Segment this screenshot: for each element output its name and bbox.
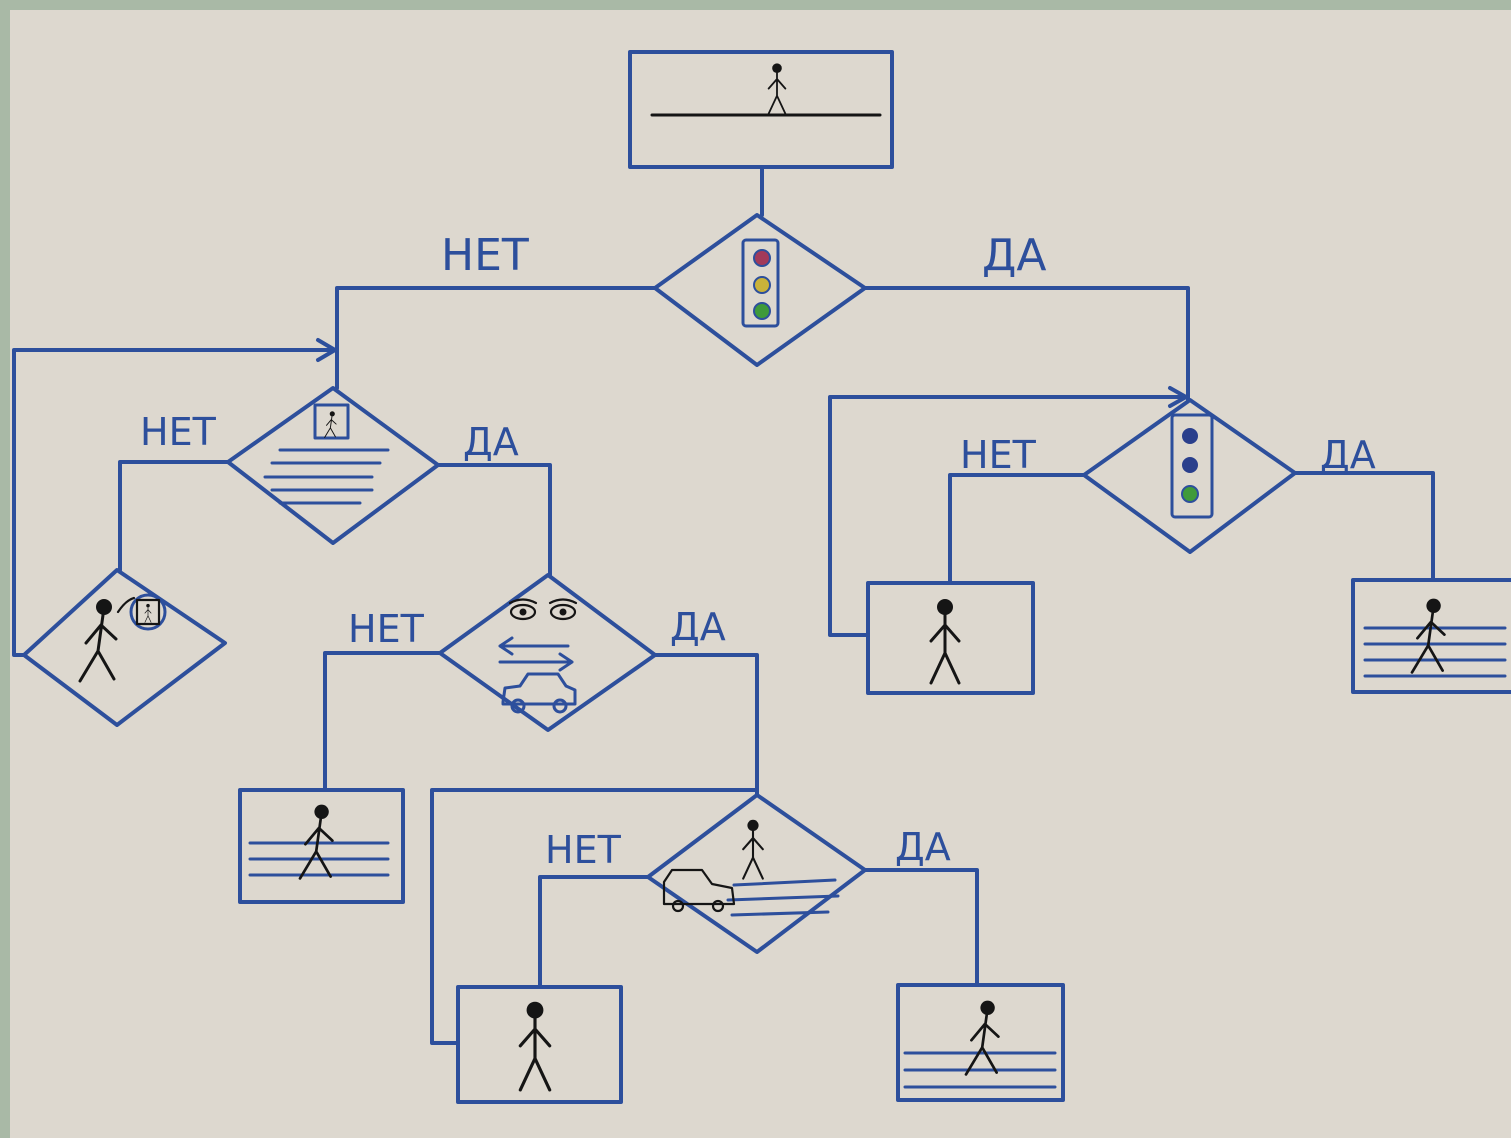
- decision-green-light: [1082, 398, 1297, 554]
- branch-label-yes: ДА: [982, 230, 1046, 281]
- decision-find-crosswalk: [22, 568, 227, 727]
- decision-look-both-ways: [438, 573, 657, 732]
- pedestrian-searching-icon: [78, 593, 167, 683]
- look-both-ways-icon: [498, 598, 578, 714]
- traffic-light-icon: [741, 238, 780, 328]
- branch-label-yes: ДА: [895, 825, 951, 869]
- branch-label-yes: ДА: [463, 420, 519, 464]
- branch-label-yes: ДА: [1320, 433, 1376, 477]
- traffic-light-green-icon: [1170, 413, 1214, 519]
- decision-traffic-light: [653, 213, 867, 367]
- start-block: [628, 50, 894, 169]
- action-wait-bottom: [456, 985, 623, 1104]
- branch-label-no: НЕТ: [348, 607, 425, 651]
- action-wait-right: [866, 581, 1035, 695]
- branch-label-yes: ДА: [670, 605, 726, 649]
- action-cross-bottom: [896, 983, 1065, 1102]
- flowchart: НЕТ ДА НЕТ ДА НЕТ ДА НЕТ ДА НЕТ ДА: [12, 50, 1511, 1104]
- action-cross-right: [1351, 578, 1511, 694]
- branch-label-no: НЕТ: [140, 410, 217, 454]
- crosswalk-sign-icon: [263, 403, 390, 505]
- pedestrian-at-curb-icon: [767, 62, 787, 115]
- car-near-crosswalk-icon: [662, 818, 840, 917]
- branch-label-no: НЕТ: [545, 828, 622, 872]
- decision-car-approaching: [646, 793, 867, 954]
- connectors: [12, 166, 1435, 1045]
- decision-crosswalk-sign: [226, 386, 440, 545]
- action-cross-at-crosswalk: [238, 788, 405, 904]
- paper-sheet: НЕТ ДА НЕТ ДА НЕТ ДА НЕТ ДА НЕТ ДА: [10, 10, 1511, 1138]
- branch-label-no: НЕТ: [960, 433, 1037, 477]
- branch-label-no: НЕТ: [441, 230, 529, 281]
